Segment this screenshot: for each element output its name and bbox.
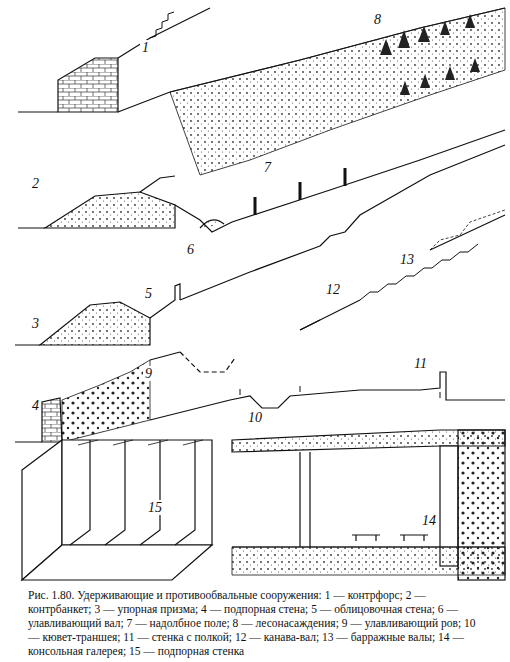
callout-number: 4 [30, 398, 41, 413]
drawing-stroke [352, 535, 428, 541]
drawing-stroke [200, 220, 224, 228]
drawing-stroke [430, 215, 505, 250]
retaining-wall-perspective [22, 440, 212, 580]
drawing-stroke [70, 440, 195, 545]
drawing-stroke [300, 320, 320, 330]
drawing-stroke [150, 12, 174, 38]
drawing-stroke [300, 300, 360, 330]
slope-profiles [15, 8, 505, 442]
cantilever-gallery [232, 430, 505, 580]
drawing-stroke [170, 8, 505, 175]
drawing-stroke [380, 14, 475, 55]
drawing-stroke [360, 244, 478, 300]
drawing-stroke [62, 360, 150, 442]
callout-number: 1 [140, 40, 151, 55]
figure-caption: Рис. 1.80. Удерживающие и противообвальн… [28, 588, 484, 658]
trees [380, 14, 480, 95]
drawing-stroke [430, 210, 505, 250]
callout-number: 2 [30, 176, 41, 191]
drawing-stroke [18, 176, 175, 228]
callout-number: 10 [246, 410, 264, 425]
drawing-stroke [150, 390, 420, 420]
callout-number: 7 [262, 160, 273, 175]
drawing-stroke [240, 386, 440, 398]
drawing-stroke [232, 547, 505, 575]
drawing-stroke [400, 58, 480, 95]
drawing-stroke [15, 352, 180, 442]
drawing-stroke [22, 545, 212, 580]
callout-number: 5 [143, 286, 154, 301]
drawing-stroke [62, 440, 212, 545]
drawing-stroke [40, 302, 150, 345]
callout-number: 15 [146, 500, 164, 515]
drawing-stroke [320, 145, 505, 246]
drawing-stroke [58, 58, 118, 112]
drawing-stroke [420, 372, 505, 400]
drawing-stroke [180, 352, 235, 372]
callout-number: 6 [185, 242, 196, 257]
drawing-stroke [15, 284, 180, 345]
drawing-stroke [232, 452, 505, 547]
drawing-stroke [255, 168, 345, 215]
callout-number: 13 [398, 252, 416, 267]
callout-number: 3 [30, 316, 41, 331]
drawing-stroke [78, 440, 203, 445]
drawing-stroke [45, 192, 175, 228]
drawing-stroke [180, 246, 320, 300]
drawing-stroke [175, 130, 505, 232]
drawing-stroke [42, 398, 62, 442]
callout-number: 8 [372, 12, 383, 27]
callout-number: 11 [412, 356, 429, 371]
callout-number: 9 [143, 366, 154, 381]
callout-number: 14 [420, 513, 438, 528]
callout-number: 12 [324, 282, 342, 297]
